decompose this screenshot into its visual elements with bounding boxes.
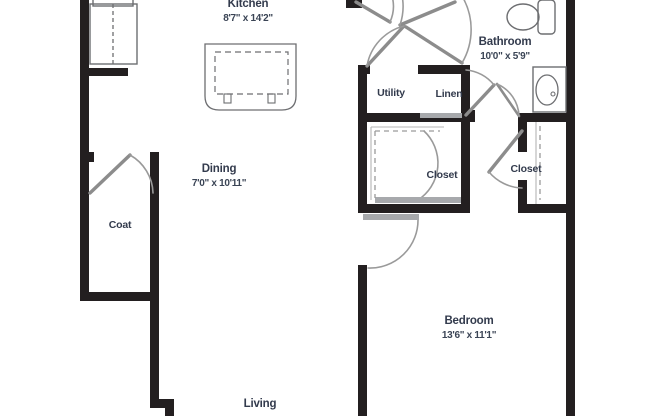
wall-utility-left — [358, 65, 367, 121]
door-arc-right-closet — [488, 171, 523, 189]
wall-bath-bottom — [518, 113, 575, 122]
door-leaf-utility — [365, 24, 406, 68]
sink-drain-icon — [550, 91, 556, 97]
wall-right-closet-bottom — [518, 204, 575, 213]
wall-bedroom-left — [358, 265, 367, 416]
vanity-icon — [532, 66, 567, 113]
door-leaf-coat — [88, 153, 132, 195]
wall-right-closet-left — [518, 122, 527, 152]
shelf-walkin-closet — [374, 130, 440, 198]
island-leg-left — [223, 93, 232, 104]
wall-walkin-bottom — [358, 204, 470, 213]
kitchen-island-icon — [204, 43, 297, 111]
door-leaf-linen — [464, 83, 496, 117]
wall-kitchen-bottom-stub — [80, 68, 128, 76]
wall-living-left — [150, 292, 159, 400]
wall-walkin-left — [358, 122, 367, 212]
door-group — [88, 0, 524, 269]
bathroom-fixtures — [506, 0, 567, 113]
wall-left-exterior — [80, 0, 89, 300]
wall-coat-closet-bottom — [80, 292, 159, 301]
wall-linen-right — [461, 65, 470, 122]
wall-right-exterior — [566, 0, 575, 212]
door-leaf-bath-hall — [404, 25, 464, 65]
wall-coat-closet-right — [150, 155, 159, 301]
wall-right-closet-left-lower — [518, 180, 527, 213]
shelf-group — [374, 126, 541, 200]
wall-walkin-right — [461, 122, 470, 213]
door-arc-linen — [465, 69, 495, 86]
wall-linen-jamb — [461, 110, 475, 122]
door-arc-hall-left — [389, 0, 395, 23]
wall-coat-jamb-right — [150, 152, 159, 164]
door-arc-bathroom — [496, 83, 520, 117]
door-arc-hall-right — [399, 0, 404, 26]
shelf-walkin-closet-outline — [370, 126, 444, 200]
wall-bedroom-right — [566, 204, 575, 416]
door-leaf-right-closet — [487, 129, 524, 174]
door-arc-coat — [129, 154, 154, 194]
wall-utility-bottom — [358, 113, 470, 122]
island-leg-right — [267, 93, 276, 104]
wall-living-bottom-jog-vertical — [165, 399, 174, 416]
shelf-solid-group — [370, 122, 537, 204]
wall-utility-top — [358, 65, 370, 74]
door-arc-walkin-closet — [417, 130, 439, 201]
door-arc-bedroom — [367, 218, 419, 269]
door-leaf-bathroom — [495, 82, 521, 118]
door-leaf-hall-left — [354, 0, 392, 24]
kitchen-island-inner — [214, 51, 289, 95]
wall-hall-top-jamb — [346, 0, 362, 8]
wall-living-bottom-jog — [150, 399, 174, 408]
wall-bath-top-right — [566, 0, 575, 24]
threshold-group — [363, 113, 462, 220]
toilet-tank-icon — [537, 0, 556, 35]
door-leaf-hall-right — [398, 0, 457, 27]
wall-utility-top-right — [418, 65, 466, 74]
threshold-linen — [420, 113, 462, 118]
door-arc-bath-hall — [461, 0, 472, 64]
wall-group — [80, 0, 575, 416]
threshold-walkin-closet — [375, 197, 461, 203]
door-arc-utility — [366, 25, 405, 67]
sink-basin-icon — [535, 74, 559, 106]
kitchen-fixtures — [89, 0, 297, 111]
wall-coat-jamb-left — [85, 152, 94, 162]
threshold-bedroom-door — [363, 214, 419, 220]
toilet-bowl-icon — [506, 3, 540, 31]
